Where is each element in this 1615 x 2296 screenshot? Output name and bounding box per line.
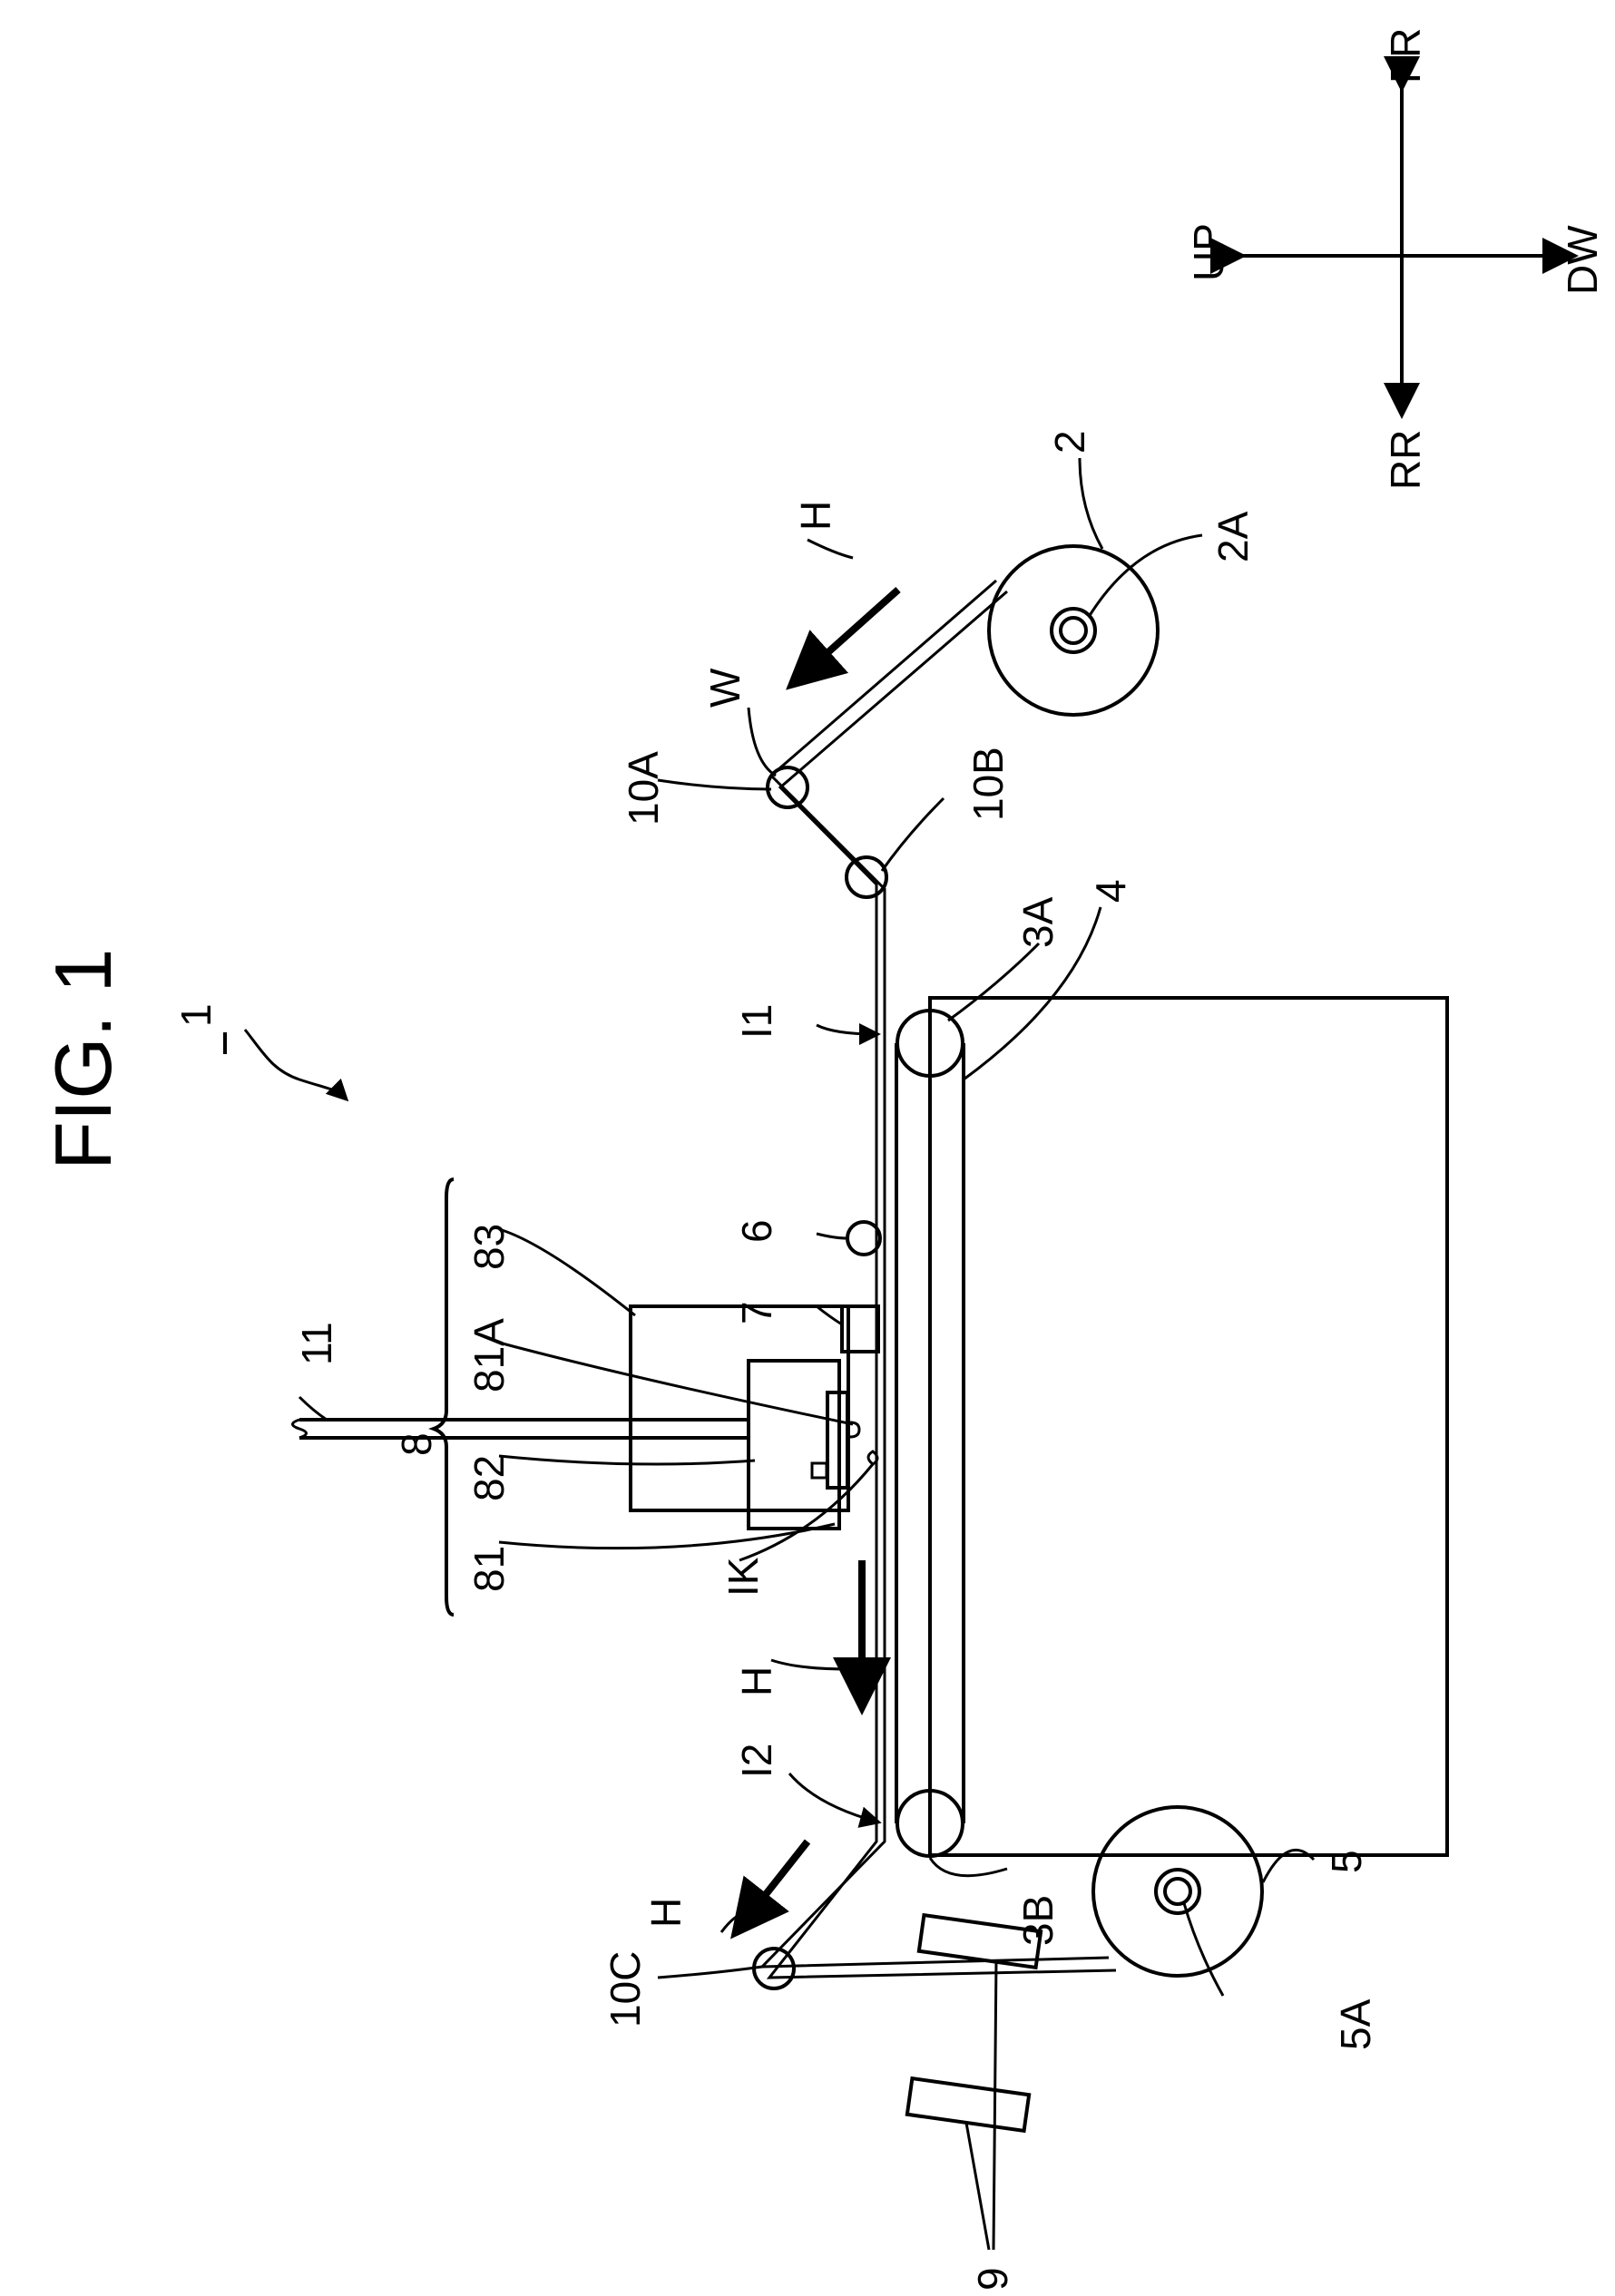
dryer-lower — [907, 2078, 1029, 2131]
leader-10b — [882, 798, 944, 871]
dryer-leader-b — [966, 2123, 989, 2250]
label-h-belt: H — [733, 1666, 780, 1696]
label-10c: 10C — [602, 1951, 649, 2027]
apparatus-ref-leader — [245, 1030, 345, 1098]
label-8: 8 — [393, 1432, 440, 1456]
leader-81a — [499, 1343, 853, 1424]
direction-upstream-label: UP — [1185, 223, 1232, 281]
pipe-break-mark — [293, 1420, 307, 1438]
leader-11 — [299, 1397, 327, 1420]
leader-w — [749, 708, 776, 776]
label-i1: I1 — [733, 1004, 780, 1039]
label-5a: 5A — [1332, 1998, 1379, 2050]
label-11: 11 — [293, 1322, 340, 1365]
leader-5a — [1184, 1903, 1223, 1996]
unit-83-box — [631, 1306, 848, 1510]
wind-roll-shaft — [1165, 1879, 1190, 1904]
dryer-leader-a — [993, 1959, 996, 2250]
transport-arrow-exit — [739, 1842, 808, 1928]
leader-82 — [499, 1456, 755, 1464]
head-indicator — [812, 1463, 827, 1478]
label-10a: 10A — [620, 751, 667, 826]
wind-roll-shaft-ring — [1156, 1870, 1199, 1913]
supply-pipe-11 — [293, 1420, 749, 1438]
guide-roller-10b — [847, 857, 886, 897]
feed-roll-outer — [989, 546, 1158, 715]
machine-frame — [930, 998, 1447, 1855]
label-w: W — [701, 668, 749, 708]
wind-roll-outer — [1093, 1807, 1262, 1976]
leader-i2 — [789, 1773, 876, 1822]
label-i2: I2 — [733, 1744, 780, 1778]
label-h-exit: H — [642, 1898, 690, 1928]
direction-rear-label: RR — [1382, 430, 1429, 490]
label-2: 2 — [1046, 430, 1093, 454]
apparatus-ref-label: 1 — [172, 1003, 220, 1027]
feed-roll — [989, 546, 1158, 715]
direction-compass: FR RR UP DW — [1185, 28, 1606, 490]
label-2a: 2A — [1209, 511, 1257, 562]
label-81: 81 — [465, 1546, 513, 1592]
label-5: 5 — [1323, 1850, 1370, 1873]
ink-droplet — [868, 1451, 877, 1464]
label-6: 6 — [733, 1219, 780, 1243]
leader-2a — [1089, 535, 1202, 617]
leader-10a — [658, 780, 771, 789]
apparatus-reference: 1 — [172, 1003, 345, 1098]
leader-h-feed — [808, 540, 853, 558]
label-10b: 10B — [964, 747, 1012, 821]
direction-front-label: FR — [1382, 28, 1429, 83]
feed-roll-shaft — [1061, 618, 1086, 643]
label-4: 4 — [1087, 879, 1134, 903]
label-82: 82 — [465, 1455, 513, 1501]
web-path — [762, 581, 1116, 1978]
label-9: 9 — [969, 2267, 1016, 2291]
label-3a: 3A — [1014, 896, 1062, 948]
leader-2 — [1080, 458, 1102, 549]
label-81a: 81A — [465, 1318, 513, 1392]
unit-8-bracket — [434, 1179, 454, 1615]
label-7: 7 — [733, 1301, 780, 1324]
inkjet-head-assembly — [749, 1361, 877, 1529]
leader-3b — [930, 1858, 1007, 1876]
transport-arrow-feed — [797, 590, 898, 680]
label-83: 83 — [465, 1224, 513, 1270]
wind-roll — [1093, 1807, 1262, 1976]
leader-i1 — [817, 1025, 876, 1034]
direction-downstream-label: DW — [1559, 225, 1606, 295]
dryers-9 — [907, 1915, 1041, 2250]
leader-3a — [948, 943, 1039, 1021]
leader-10c — [658, 1967, 762, 1978]
web-line-outer — [762, 581, 1109, 1967]
leader-83 — [499, 1229, 635, 1315]
leader-lines — [299, 458, 1314, 1996]
label-ik: IK — [719, 1557, 767, 1597]
label-3b: 3B — [1014, 1895, 1062, 1946]
leader-7 — [817, 1306, 842, 1324]
leader-h-belt — [771, 1660, 848, 1669]
leader-6 — [817, 1234, 847, 1238]
figure-title: FIG. 1 — [38, 949, 128, 1171]
label-h-feed: H — [792, 501, 839, 531]
